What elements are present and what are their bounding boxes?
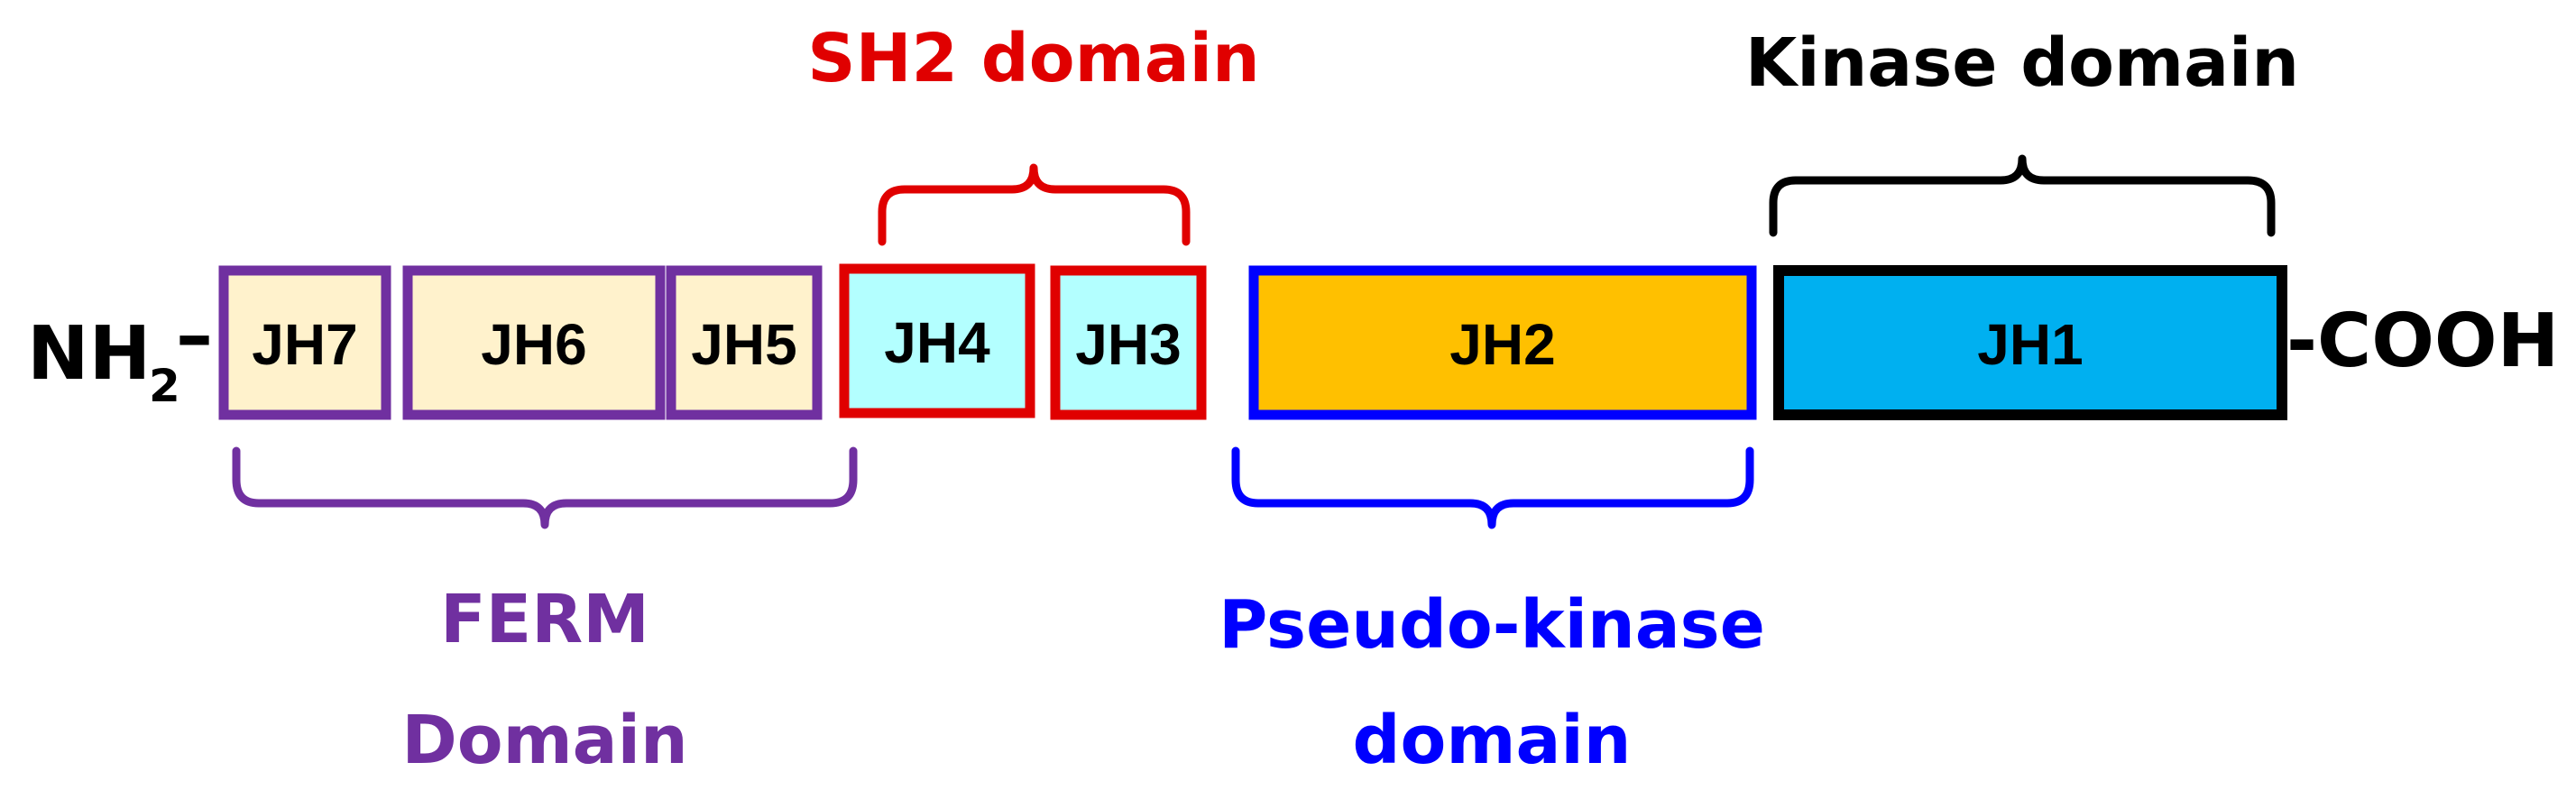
sh2-domain-label: SH2 domain <box>807 20 1259 97</box>
box-jh3-rect <box>1050 265 1207 420</box>
box-jh3-label: JH3 <box>1075 312 1181 377</box>
kinase-domain-label: Kinase domain <box>1745 24 2299 102</box>
n-terminus-subscript: 2 <box>149 360 180 412</box>
pseudo-kinase-domain-label-line2: domain <box>1353 702 1632 779</box>
box-jh1: JH1 <box>1773 265 2287 420</box>
kinase-bracket <box>1769 154 2276 237</box>
box-jh1-label: JH1 <box>1977 312 2083 377</box>
box-jh4-label: JH4 <box>884 310 990 375</box>
c-terminus-label: -COOH <box>2286 299 2559 384</box>
ferm-domain-label-line1: FERM <box>440 581 649 658</box>
n-terminus-label: NH 2 – <box>27 293 213 412</box>
sh2-bracket <box>878 163 1191 246</box>
box-jh3: JH3 <box>1050 265 1207 420</box>
box-jh6: JH6 <box>402 265 666 420</box>
pseudo-kinase-bracket <box>1231 446 1754 529</box>
pseudo-kinase-domain-label-line1: Pseudo-kinase <box>1219 586 1765 664</box>
n-terminus-dash: – <box>176 293 213 379</box>
box-jh2: JH2 <box>1248 265 1757 420</box>
box-jh6-rect <box>402 265 666 420</box>
n-terminus-main: NH <box>27 311 151 397</box>
ferm-bracket <box>232 446 858 529</box>
box-jh7-rect <box>218 265 391 420</box>
box-jh5: JH5 <box>666 265 823 420</box>
box-jh4: JH4 <box>839 263 1035 418</box>
box-jh6-label: JH6 <box>481 312 586 377</box>
box-jh2-rect <box>1248 265 1757 420</box>
box-jh7: JH7 <box>218 265 391 420</box>
box-jh5-label: JH5 <box>691 312 796 377</box>
domain-boxes: JH7 JH6 JH5 JH4 JH3 JH2 JH1 <box>218 263 2287 420</box>
box-jh4-rect <box>839 263 1035 418</box>
box-jh2-label: JH2 <box>1449 312 1555 377</box>
box-jh5-rect <box>666 265 823 420</box>
box-jh1-rect <box>1773 265 2287 420</box>
box-jh7-label: JH7 <box>252 312 357 377</box>
ferm-domain-label-line2: Domain <box>401 702 687 779</box>
